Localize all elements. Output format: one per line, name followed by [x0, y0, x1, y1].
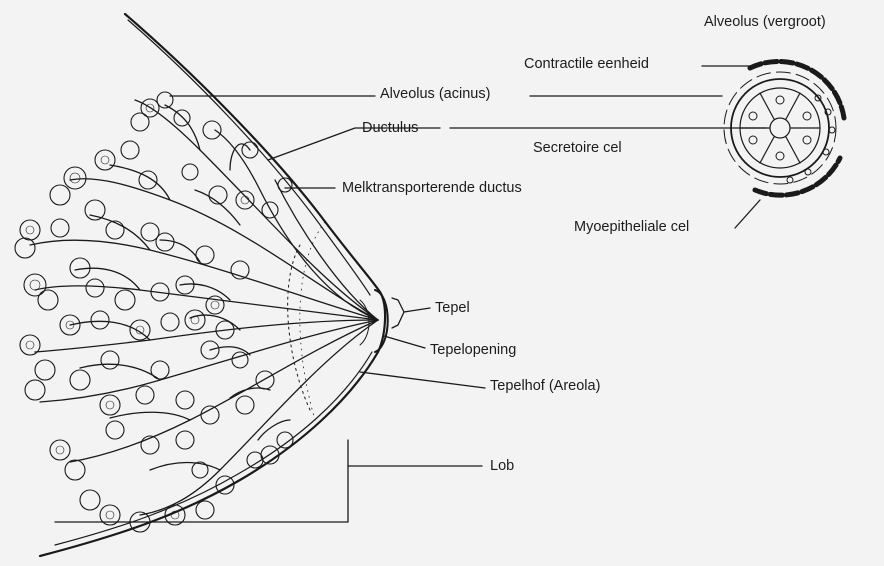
milk-ducts: [30, 100, 378, 515]
label-alveolus-enlarged: Alveolus (vergroot): [704, 14, 826, 30]
label-milk-duct: Melktransporterende ductus: [342, 180, 522, 196]
label-areola: Tepelhof (Areola): [490, 378, 600, 394]
label-ductulus: Ductulus: [362, 120, 418, 136]
enlarged-alveolus: [724, 61, 844, 195]
label-nipple-opening: Tepelopening: [430, 342, 516, 358]
label-nipple: Tepel: [435, 300, 470, 316]
label-contractile-unit: Contractile eenheid: [524, 56, 649, 72]
label-alveolus-acinus: Alveolus (acinus): [380, 86, 490, 102]
label-lobe: Lob: [490, 458, 514, 474]
label-myoepithelial-cell: Myoepitheliale cel: [574, 219, 689, 235]
label-secretory-cell: Secretoire cel: [533, 140, 622, 156]
